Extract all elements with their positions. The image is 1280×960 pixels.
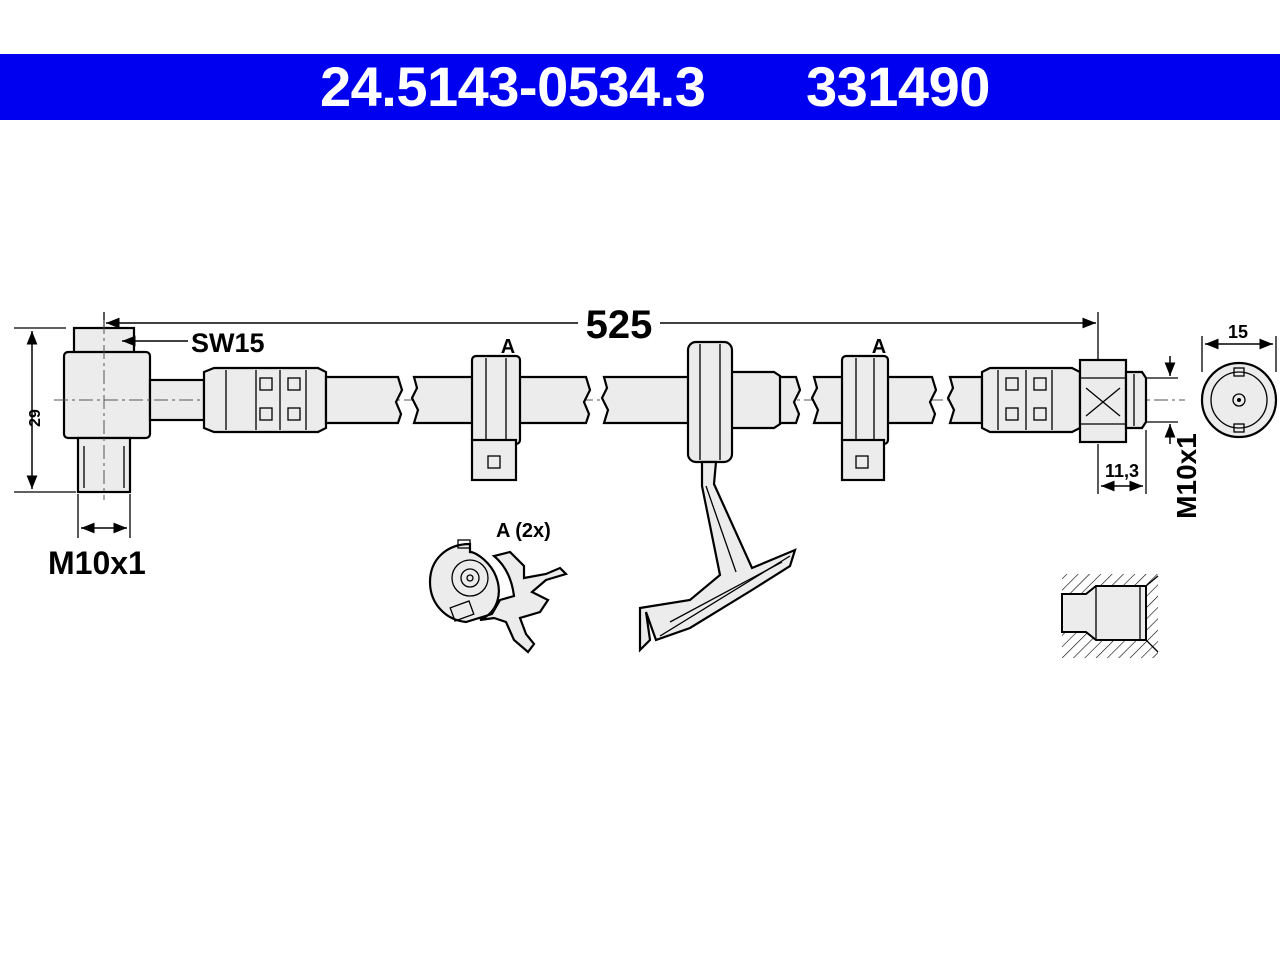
right-thread-label: M10x1 [1171,433,1202,519]
height-label: 29 [27,409,44,427]
clip-detail: A (2x) [428,520,569,654]
right-length-label: 11,3 [1105,461,1139,481]
length-label: 525 [586,303,653,347]
left-thread-dimension: M10x1 [48,494,146,581]
wrench-size-callout: SW15 [122,328,265,358]
hose-clip-1: A [470,336,522,482]
part-number: 24.5143-0534.3 [320,55,706,118]
left-crimp-ferrule [202,366,328,434]
right-fitting [1078,358,1148,444]
left-fitting [54,320,1185,500]
port-section-view [1061,574,1159,658]
clip-detail-label: A (2x) [496,520,551,542]
center-bracket [638,340,797,653]
hose-clip-2: A [840,336,890,482]
reference-number: 331490 [806,55,990,118]
clip-marker-2: A [872,336,886,358]
right-crimp-ferrule [980,366,1082,434]
right-length-dimension: 11,3 [1097,430,1147,494]
title-bar: 24.5143-0534.3 331490 [0,54,1280,120]
right-thread-dimension: M10x1 [1146,356,1202,519]
wrench-size-label: SW15 [191,328,265,358]
left-thread-label: M10x1 [48,545,146,581]
clip-marker-1: A [501,336,515,358]
fitting-height-dimension: 29 [14,327,76,493]
end-view: 15 [1200,322,1278,439]
overall-length-dimension: 525 [103,303,1099,360]
end-diameter-label: 15 [1228,322,1248,342]
